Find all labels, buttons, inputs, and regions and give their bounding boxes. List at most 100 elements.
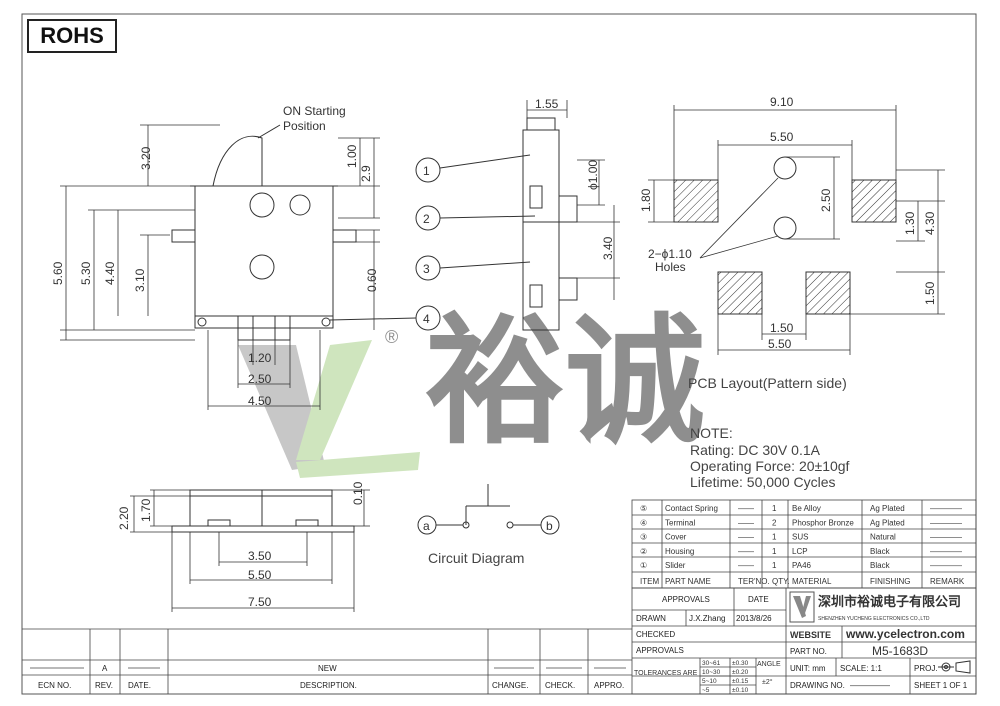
callouts	[329, 154, 536, 331]
dim-4-30: 4.30	[923, 211, 937, 235]
bom-cell-qty: 1	[772, 561, 777, 570]
front-view-body	[194, 185, 334, 317]
check-header: CHECK.	[545, 681, 575, 690]
bom-cell-rem: ————	[930, 547, 962, 556]
dim-0-10: 0.10	[351, 481, 365, 505]
bom-cell-qty: 2	[772, 518, 777, 527]
date-header: DATE	[748, 595, 769, 604]
bom-cell-fin: Ag Plated	[870, 518, 905, 527]
change-header: CHANGE.	[492, 681, 528, 690]
circuit-diagram	[417, 484, 560, 535]
tolerance-value: ±0.10	[732, 687, 749, 694]
unit-label: UNIT: mm	[790, 664, 826, 673]
dim-4-50: 4.50	[248, 394, 272, 408]
tolerance-range: 10~30	[702, 669, 721, 676]
company-name-en: SHENZHEN YUCHENG ELECTRONICS CO.,LTD	[818, 616, 930, 622]
bom-cell-ter: ——	[738, 533, 754, 542]
front-view	[171, 135, 357, 341]
drawing-no-value: —————	[850, 681, 890, 690]
dim-3-40: 3.40	[601, 236, 615, 260]
bom-cell-mat: Be Alloy	[792, 504, 821, 513]
tolerance-value: ±0.30	[732, 660, 749, 667]
dim-3-20: 3.20	[139, 146, 153, 170]
bom-header-fin: FINISHING	[870, 577, 910, 586]
sheet-label: SHEET 1 OF 1	[914, 681, 968, 690]
appro-header: APPRO.	[594, 681, 624, 690]
revision-letter: A	[102, 664, 108, 673]
watermark-brand: 裕诚	[425, 303, 705, 460]
dim-4-40: 4.40	[103, 261, 117, 285]
circuit-terminal-a: a	[423, 519, 430, 533]
dim-0-60: 0.60	[365, 268, 379, 292]
drawn-by: J.X.Zhang	[689, 614, 725, 623]
part-no-value: M5-1683D	[872, 644, 928, 658]
bom-header-rem: REMARK	[930, 577, 965, 586]
bom-cell-no: ③	[640, 533, 647, 542]
bom-cell-no: ④	[640, 518, 647, 527]
side-view	[522, 117, 578, 331]
watermark-logo: ® 裕诚	[238, 303, 705, 478]
angle-value: ±2°	[762, 678, 773, 686]
description-header: DESCRIPTION.	[300, 681, 357, 690]
bom-cell-fin: Natural	[870, 533, 896, 542]
dim-1-00: 1.00	[345, 144, 359, 168]
note-force: Operating Force: 20±10gf	[690, 458, 850, 474]
pcb-hole	[773, 216, 797, 240]
callout-1-circle	[415, 157, 441, 183]
dim-5-50-top: 5.50	[770, 130, 794, 144]
bom-header-no: ITEM	[640, 577, 659, 586]
circuit-terminal-b: b	[546, 519, 553, 533]
dim-5-60: 5.60	[51, 261, 65, 285]
bom-cell-rem: ————	[930, 561, 962, 570]
drawn-label: DRAWN	[636, 614, 666, 623]
scale-label: SCALE: 1:1	[840, 664, 882, 673]
bottom-view	[171, 489, 355, 533]
bom-cell-name: Slider	[665, 561, 686, 570]
bom-cell-mat: SUS	[792, 533, 808, 542]
note-rating: Rating: DC 30V 0.1A	[690, 442, 821, 458]
bom-cell-name: Housing	[665, 547, 694, 556]
circuit-diagram-label: Circuit Diagram	[428, 550, 524, 566]
approvals-header: APPROVALS	[662, 595, 710, 604]
bom-cell-ter: ——	[738, 504, 754, 513]
dim-2-20: 2.20	[117, 506, 131, 530]
dim-7-50: 7.50	[248, 595, 272, 609]
tolerance-value: ±0.15	[732, 678, 749, 685]
dim-3-50: 3.50	[248, 549, 272, 563]
dim-5-50-bottom-view: 5.50	[248, 568, 272, 582]
side-dimension-lines	[526, 100, 620, 300]
bom-cell-qty: 1	[772, 504, 777, 513]
checked-label: CHECKED	[636, 630, 675, 639]
bom-cell-fin: Black	[870, 561, 891, 570]
front-dimension-lines	[60, 124, 380, 410]
bom-cell-mat: PA46	[792, 561, 812, 570]
dim-3-10: 3.10	[133, 268, 147, 292]
website-label: WEBSITE	[790, 630, 831, 640]
title-block	[631, 587, 977, 695]
bom-header-qty: QTY.	[772, 577, 790, 586]
ecn-no-header: ECN NO.	[38, 681, 71, 690]
holes-label-1: 2−ϕ1.10	[648, 247, 692, 261]
watermark-reg: ®	[385, 327, 398, 347]
position-label: Position	[283, 119, 326, 133]
pcb-pad	[805, 271, 851, 315]
tolerances-label: TOLERANCES ARE	[634, 670, 698, 677]
pcb-hole	[773, 156, 797, 180]
rohs-badge: ROHS	[27, 19, 117, 53]
dim-1-50-right: 1.50	[923, 281, 937, 305]
part-no-label: PART NO.	[790, 647, 827, 656]
bom-cell-qty: 1	[772, 533, 777, 542]
bom-header-mat: MATERIAL	[792, 577, 832, 586]
callout-2: 2	[423, 212, 430, 226]
dim-1-50-bottom: 1.50	[770, 321, 794, 335]
projection-label: PROJ.	[914, 664, 938, 673]
callout-4: 4	[423, 312, 430, 326]
tolerance-value: ±0.20	[732, 669, 749, 676]
dim-1-55: 1.55	[535, 97, 559, 111]
dim-1-80: 1.80	[639, 188, 653, 212]
callout-1: 1	[423, 164, 430, 178]
revision-table	[22, 628, 632, 694]
dim-phi-1-00: ϕ1.00	[586, 160, 600, 190]
bom-cell-ter: ——	[738, 547, 754, 556]
